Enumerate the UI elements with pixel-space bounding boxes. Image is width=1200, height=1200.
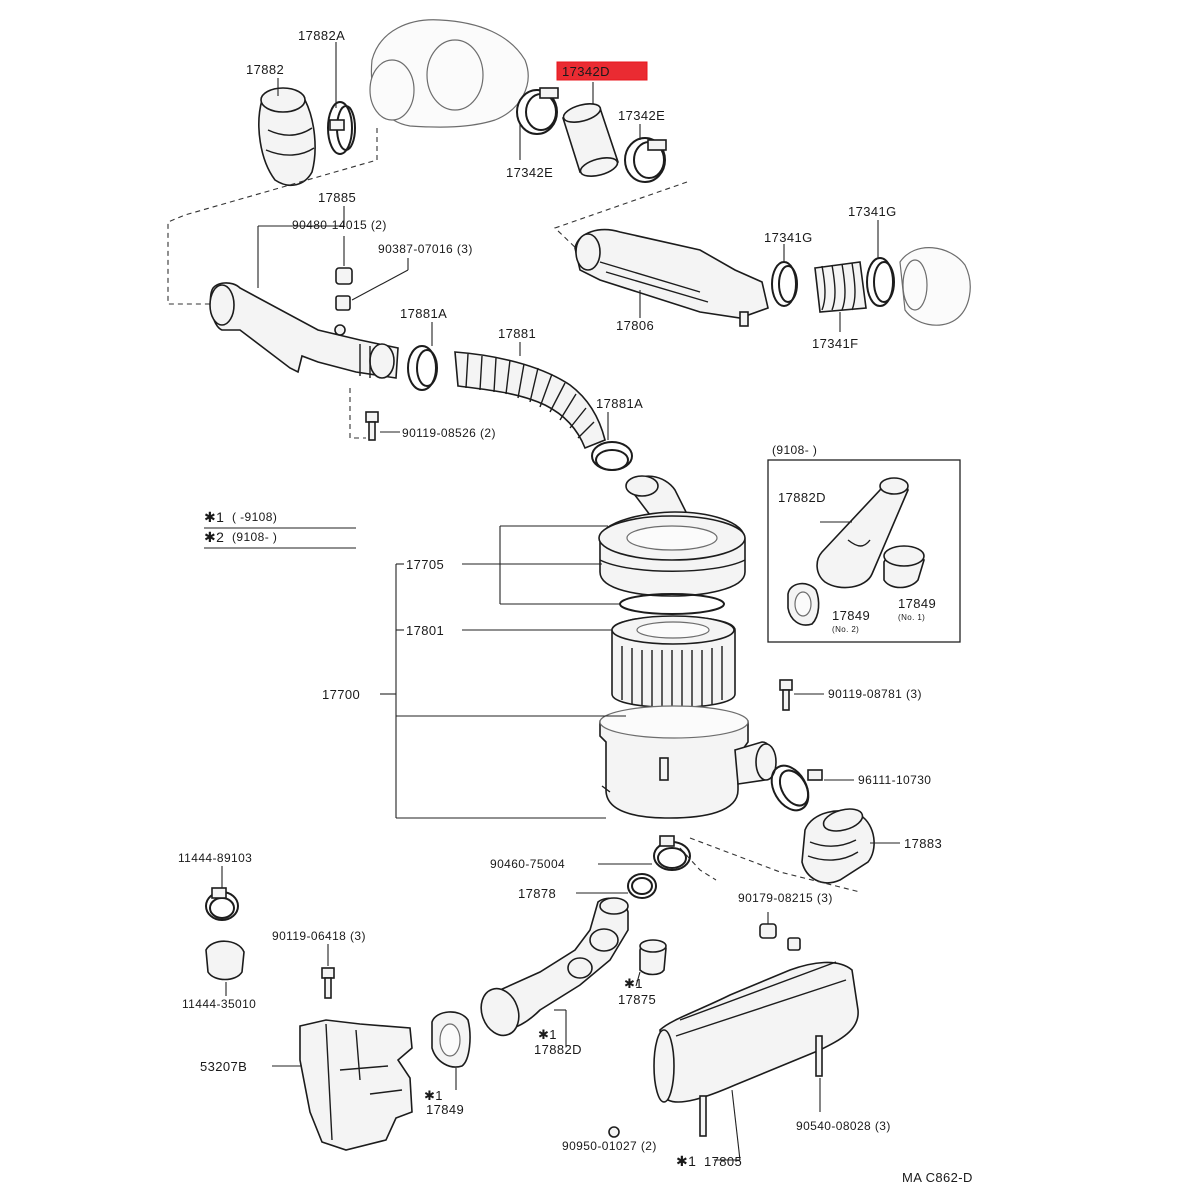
screw-90119-08781[interactable] (779, 679, 793, 711)
label-17878: 17878 (518, 886, 556, 901)
label-90950-01027: 90950-01027 (2) (562, 1139, 657, 1153)
bracket-53207B[interactable] (299, 1019, 413, 1151)
legend-text-2: (9108- ) (232, 530, 277, 544)
inset-label-17849-no1: 17849 (898, 596, 936, 611)
label-90119-08526: 90119-08526 (2) (402, 426, 496, 440)
label-17882: 17882 (246, 62, 284, 77)
clip-90950-01027[interactable] (608, 1126, 620, 1138)
label-96111-10730: 96111-10730 (858, 773, 931, 787)
inset-sleeve-17849-no1[interactable] (883, 545, 925, 589)
hose-17882D[interactable] (475, 897, 629, 1041)
label-17883: 17883 (904, 836, 942, 851)
label-17342E-left: 17342E (506, 165, 553, 180)
cap-17705[interactable] (598, 511, 746, 597)
mark-17849: ✱1 (424, 1088, 443, 1103)
legend: ✱1 ( -9108) ✱2 (9108- ) (204, 509, 356, 549)
label-90480-14015: 90480-14015 (2) (292, 218, 387, 232)
pipe-17885[interactable] (209, 282, 399, 379)
label-17342E-right: 17342E (618, 108, 665, 123)
inset-label-17882D: 17882D (778, 490, 826, 505)
inset-hose-17882D[interactable] (816, 477, 909, 589)
mark-17882D: ✱1 (538, 1027, 557, 1042)
legend-text-1: ( -9108) (232, 510, 277, 524)
label-90460-75004: 90460-75004 (490, 857, 565, 871)
duct-17805[interactable] (653, 961, 859, 1137)
hose-17881[interactable] (454, 351, 606, 450)
mark-17805: ✱1 (676, 1153, 696, 1169)
label-17881A-lower: 17881A (596, 396, 643, 411)
clamp-17342E-right[interactable] (624, 137, 667, 183)
sleeve-17875[interactable] (639, 939, 667, 976)
highlight-17342D (556, 61, 648, 81)
label-11444-89103: 11444-89103 (178, 851, 252, 865)
label-90119-08781: 90119-08781 (3) (828, 687, 922, 701)
label-17805: 17805 (704, 1154, 742, 1169)
mark-17875: ✱1 (624, 976, 643, 991)
label-17806: 17806 (616, 318, 654, 333)
hose-17342D[interactable] (561, 100, 620, 179)
clamp-11444-89103[interactable] (205, 887, 239, 921)
inset-note-no1: (No. 1) (898, 613, 925, 622)
label-17849: 17849 (426, 1102, 464, 1117)
label-90387-07016: 90387-07016 (3) (378, 242, 473, 256)
clamp-90460-75004[interactable] (653, 835, 691, 871)
gasket-17705[interactable] (619, 593, 725, 615)
clamp-96111-10730[interactable] (764, 759, 823, 817)
label-17882A: 17882A (298, 28, 345, 43)
nut-90179[interactable] (787, 937, 801, 951)
label-17885: 17885 (318, 190, 356, 205)
hose-17882[interactable] (258, 87, 316, 187)
clamp-17882A[interactable] (327, 101, 356, 155)
inset-note-no2: (No. 2) (832, 625, 859, 634)
clamp-17881A-upper[interactable] (407, 345, 438, 391)
label-17341G-left: 17341G (764, 230, 813, 245)
label-17700: 17700 (322, 687, 360, 702)
clamp-17341G-left[interactable] (771, 261, 798, 307)
clamp-17342E-left[interactable] (516, 87, 559, 135)
ghost-turbo-outlet (369, 19, 529, 128)
label-17342D[interactable]: 17342D (562, 64, 610, 79)
inset-label-17849-no2: 17849 (832, 608, 870, 623)
legend-mark-1: ✱1 (204, 509, 224, 525)
label-17875: 17875 (618, 992, 656, 1007)
label-17341F: 17341F (812, 336, 859, 351)
label-90179-08215: 90179-08215 (3) (738, 891, 833, 905)
legend-mark-2: ✱2 (204, 529, 224, 545)
label-17881A-upper: 17881A (400, 306, 447, 321)
bolt-90119-08526[interactable] (365, 411, 379, 441)
bolt-90119-06418[interactable] (321, 967, 335, 999)
label-90119-06418: 90119-06418 (3) (272, 929, 366, 943)
diagram-code: MA C862-D (902, 1170, 973, 1185)
label-17881: 17881 (498, 326, 536, 341)
clamp-17341G-right[interactable] (866, 257, 895, 307)
clamp-17881A-lower[interactable] (591, 441, 633, 471)
label-17882D: 17882D (534, 1042, 582, 1057)
label-17341G-right: 17341G (848, 204, 897, 219)
cap-90179-08215[interactable] (759, 923, 777, 939)
screw-90387[interactable] (335, 295, 351, 311)
label-11444-35010: 11444-35010 (182, 997, 256, 1011)
label-53207B: 53207B (200, 1059, 247, 1074)
seal-17849[interactable] (431, 1011, 471, 1068)
ring-17878[interactable] (627, 873, 657, 899)
label-17801: 17801 (406, 623, 444, 638)
inset-title: (9108- ) (772, 443, 817, 457)
label-90540-08028: 90540-08028 (3) (796, 1119, 891, 1133)
housing-17700[interactable] (599, 705, 777, 819)
hose-17883[interactable] (801, 805, 875, 884)
grommet-90480[interactable] (335, 267, 353, 285)
inset-seal-17849-no2[interactable] (787, 582, 820, 626)
ghost-intake-elbow (899, 247, 971, 326)
element-17801[interactable] (611, 615, 736, 709)
bracket-11444-35010[interactable] (205, 940, 245, 981)
hose-17341F[interactable] (814, 261, 867, 313)
label-17705: 17705 (406, 557, 444, 572)
duct-17806[interactable] (574, 228, 769, 327)
